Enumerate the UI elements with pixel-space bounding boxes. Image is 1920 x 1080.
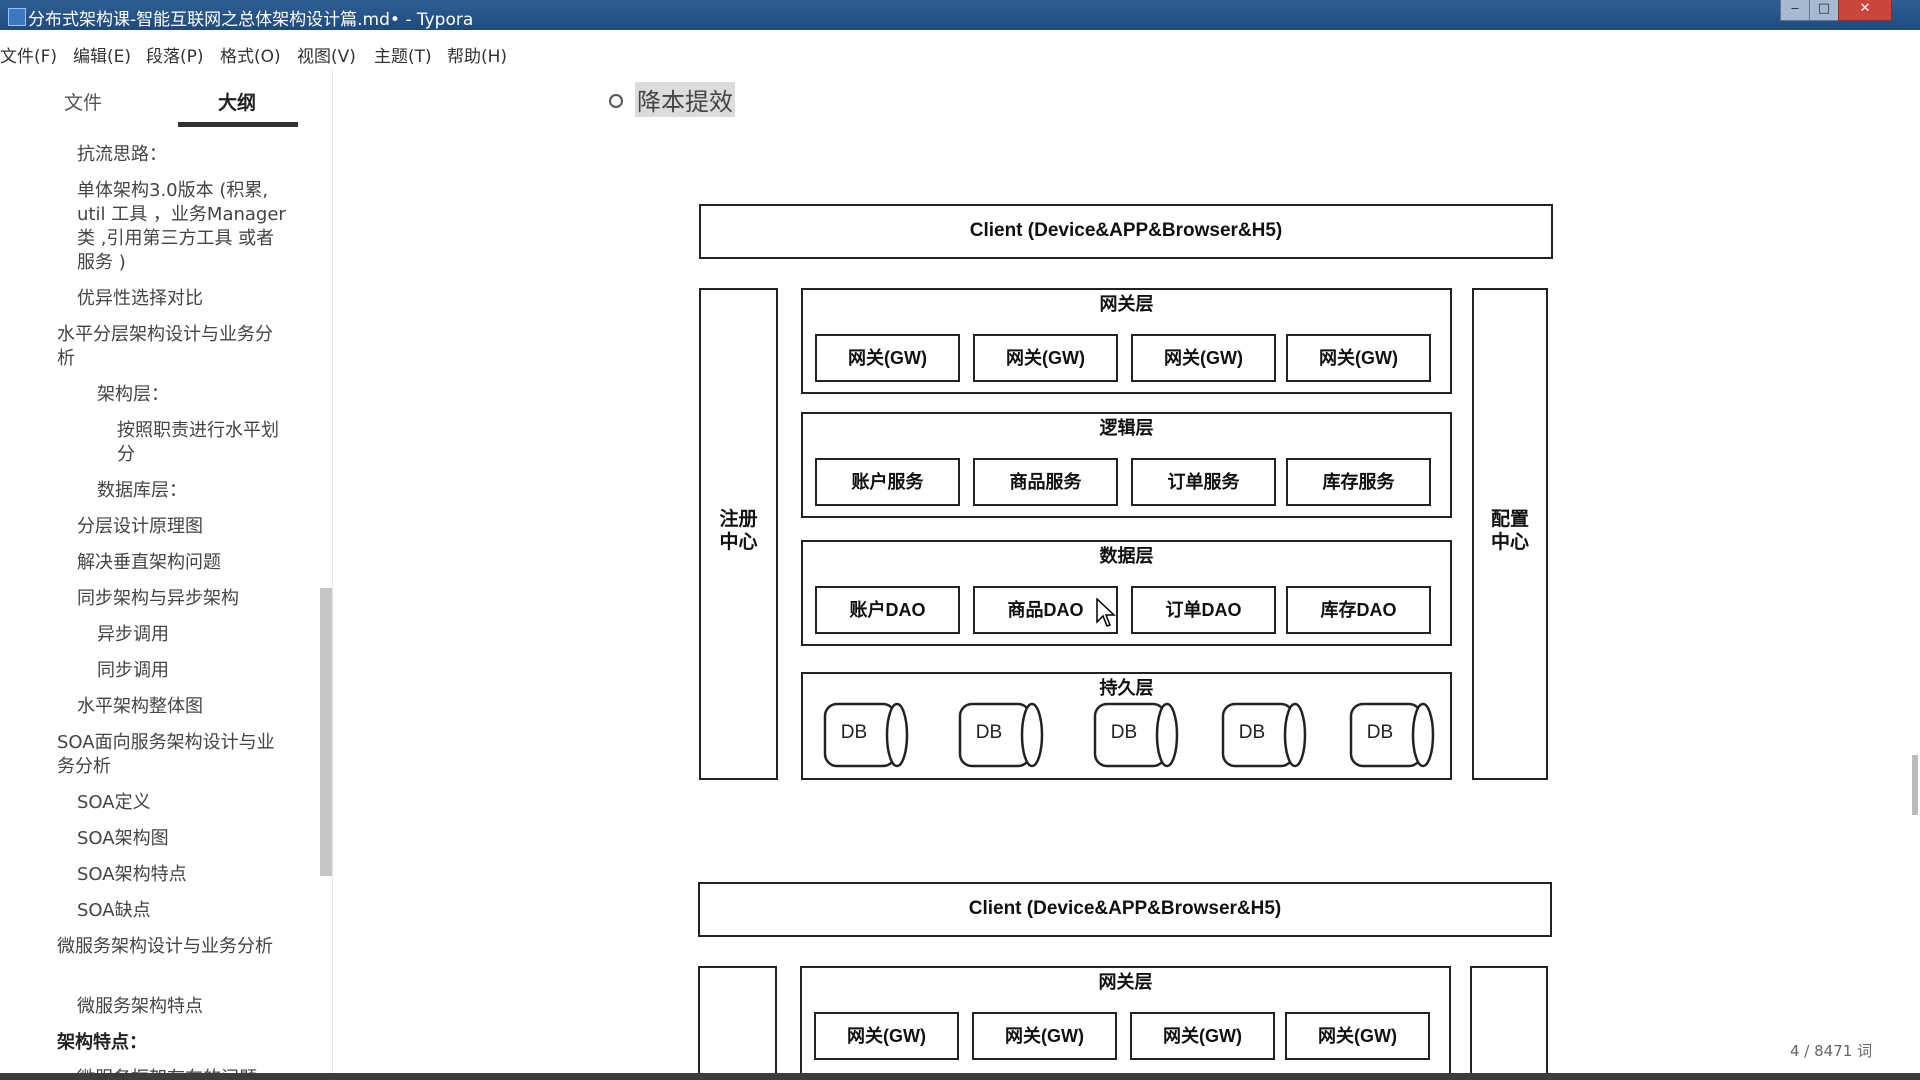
outline-item[interactable]: 单体架构3.0版本 (积累, util 工具 ，业务Manager类 ,引用第三… [77, 180, 286, 273]
window-bottom-edge [0, 1073, 1920, 1080]
menu-bar: 文件(F) 编辑(E) 段落(P) 格式(O) 视图(V) 主题(T) 帮助(H… [0, 30, 1920, 70]
dao-cell: 库存DAO [1286, 586, 1431, 634]
menu-view[interactable]: 视图(V) [297, 47, 356, 67]
db-label: DB [840, 722, 868, 743]
tab-files[interactable]: 文件 [64, 92, 103, 114]
dao-cell: 账户DAO [815, 586, 960, 634]
gateway-cell: 网关(GW) [972, 1012, 1117, 1060]
config-center-box [1470, 966, 1548, 1073]
database-cylinder: DB [1083, 702, 1183, 768]
menu-file[interactable]: 文件(F) [0, 47, 58, 67]
client-box: Client (Device&APP&Browser&H5) [698, 882, 1552, 937]
menu-help[interactable]: 帮助(H) [447, 47, 508, 67]
client-box: Client (Device&APP&Browser&H5) [699, 204, 1553, 259]
layer-title: 逻辑层 [1099, 418, 1154, 438]
tab-outline[interactable]: 大纲 [218, 92, 257, 114]
outline-item[interactable]: SOA定义 [77, 792, 151, 813]
config-center-box: 配置中心 [1472, 288, 1548, 780]
config-center-label: 配置中心 [1490, 509, 1529, 553]
outline-item[interactable]: 微服务架构设计与业务分析 [57, 936, 273, 957]
dao-cell: 订单DAO [1131, 586, 1276, 634]
client-label: Client (Device&APP&Browser&H5) [969, 220, 1283, 241]
gateway-cell: 网关(GW) [1130, 1012, 1275, 1060]
outline-item[interactable]: 微服务架构特点 [77, 996, 203, 1017]
gateway-cell: 网关(GW) [1286, 334, 1431, 382]
menu-edit[interactable]: 编辑(E) [73, 47, 132, 67]
gateway-cell: 网关(GW) [815, 334, 960, 382]
service-cell: 账户服务 [815, 458, 960, 506]
list-item-text[interactable]: 降本提效 [635, 82, 735, 117]
outline-item[interactable]: 优异性选择对比 [77, 288, 203, 309]
database-cylinder: DB [813, 702, 913, 768]
editor-scrollbar[interactable] [1912, 755, 1918, 815]
db-label: DB [1238, 722, 1266, 743]
gateway-cell: 网关(GW) [1285, 1012, 1430, 1060]
service-cell: 库存服务 [1286, 458, 1431, 506]
gateway-layer: 网关层 网关(GW) 网关(GW) 网关(GW) 网关(GW) [801, 288, 1452, 394]
service-cell: 商品服务 [973, 458, 1118, 506]
maximize-button[interactable]: □ [1809, 0, 1839, 21]
outline-item[interactable]: 异步调用 [97, 624, 169, 645]
service-cell: 订单服务 [1131, 458, 1276, 506]
outline-item[interactable]: 解决垂直架构问题 [77, 552, 221, 573]
menu-paragraph[interactable]: 段落(P) [146, 47, 204, 67]
layer-title: 网关层 [1099, 294, 1154, 314]
outline-item[interactable]: SOA架构图 [77, 828, 169, 849]
persistence-layer: 持久层 DB DB DB DB DB [801, 672, 1452, 780]
outline-item[interactable]: 水平架构整体图 [77, 696, 203, 717]
window-title: 分布式架构课-智能互联网之总体架构设计篇.md• - Typora [28, 10, 474, 30]
layer-title: 持久层 [1099, 678, 1154, 698]
outline-item[interactable]: 架构层： [97, 384, 169, 405]
db-label: DB [1366, 722, 1394, 743]
outline-item[interactable]: 数据库层： [97, 480, 187, 501]
registry-center-label: 注册中心 [719, 509, 758, 553]
title-bar: 分布式架构课-智能互联网之总体架构设计篇.md• - Typora ‒ □ ✕ [0, 0, 1920, 30]
registry-center-box: 注册中心 [699, 288, 778, 780]
client-label: Client (Device&APP&Browser&H5) [968, 898, 1282, 919]
logic-layer: 逻辑层 账户服务 商品服务 订单服务 库存服务 [801, 412, 1452, 518]
mouse-cursor-icon [1096, 598, 1116, 627]
db-label: DB [1110, 722, 1138, 743]
outline-item[interactable]: 分层设计原理图 [77, 516, 203, 537]
outline-item[interactable]: 水平分层架构设计与业务分析 [57, 324, 273, 369]
menu-format[interactable]: 格式(O) [220, 47, 281, 67]
db-label: DB [975, 722, 1003, 743]
outline-item[interactable]: 同步调用 [97, 660, 169, 681]
sidebar: 文件 大纲 抗流思路： 单体架构3.0版本 (积累, util 工具 ，业务Ma… [0, 70, 333, 1080]
gateway-layer: 网关层 网关(GW) 网关(GW) 网关(GW) 网关(GW) [800, 966, 1451, 1073]
active-tab-indicator [178, 122, 298, 127]
word-count[interactable]: 4 / 8471 词 [1790, 1042, 1873, 1060]
database-cylinder: DB [1339, 702, 1439, 768]
layer-title: 数据层 [1099, 546, 1154, 566]
gateway-cell: 网关(GW) [973, 334, 1118, 382]
gateway-cell: 网关(GW) [1131, 334, 1276, 382]
minimize-button[interactable]: ‒ [1780, 0, 1810, 21]
close-button[interactable]: ✕ [1838, 0, 1892, 21]
app-icon [8, 8, 26, 26]
outline-item[interactable]: 架构特点： [57, 1032, 147, 1053]
layer-title: 网关层 [1098, 972, 1153, 992]
list-bullet [609, 94, 623, 108]
registry-center-box [698, 966, 777, 1073]
sidebar-scrollbar[interactable] [320, 588, 332, 876]
menu-theme[interactable]: 主题(T) [374, 47, 432, 67]
outline-item[interactable]: 抗流思路： [77, 144, 167, 165]
database-cylinder: DB [948, 702, 1048, 768]
outline-item[interactable]: SOA缺点 [77, 900, 151, 921]
dao-cell: 商品DAO [973, 586, 1118, 634]
editor-area[interactable]: 降本提效 Client (Device&APP&Browser&H5) 注册中心… [333, 70, 1920, 1073]
gateway-cell: 网关(GW) [814, 1012, 959, 1060]
data-layer: 数据层 账户DAO 商品DAO 订单DAO 库存DAO [801, 540, 1452, 646]
outline-item[interactable]: SOA面向服务架构设计与业务分析 [57, 732, 275, 777]
outline-item[interactable]: 同步架构与异步架构 [77, 588, 239, 609]
database-cylinder: DB [1211, 702, 1311, 768]
outline-item[interactable]: 按照职责进行水平划分 [117, 420, 279, 465]
outline-item[interactable]: SOA架构特点 [77, 864, 187, 885]
